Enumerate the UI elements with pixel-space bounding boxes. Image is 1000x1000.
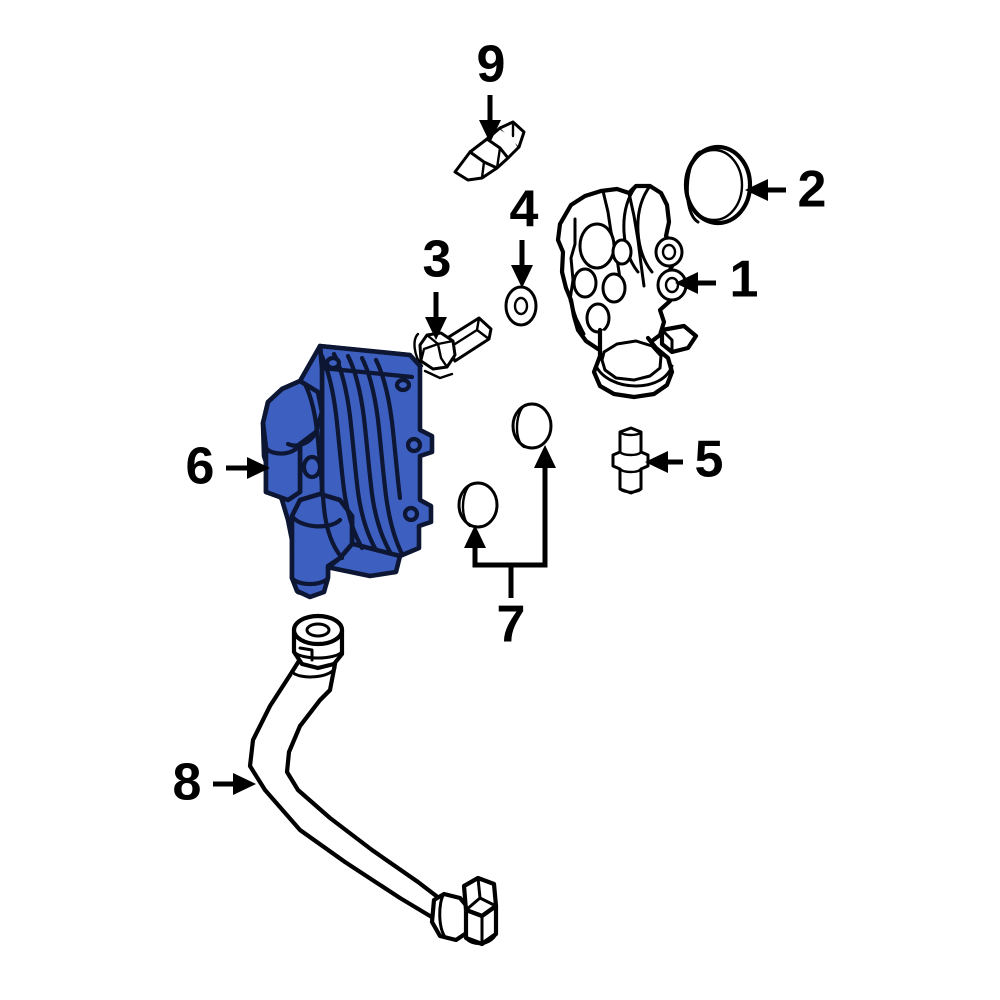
part-engine-oil-cooler[interactable]	[260, 343, 435, 600]
part-oil-cooler-hose[interactable]	[247, 613, 499, 947]
callout-leader-2	[745, 179, 786, 201]
part-sealing-washer[interactable]	[504, 285, 538, 327]
callout-leader-3	[425, 292, 447, 340]
part-hose-clamp-fitting[interactable]	[453, 120, 526, 182]
part-connector-nipple[interactable]	[611, 426, 650, 495]
callout-number-9[interactable]: 9	[477, 36, 506, 94]
callout-number-1[interactable]: 1	[730, 251, 759, 309]
callout-number-5[interactable]: 5	[695, 431, 724, 489]
callout-number-7[interactable]: 7	[497, 596, 526, 654]
callout-number-6[interactable]: 6	[186, 438, 215, 496]
callout-number-8[interactable]: 8	[173, 754, 202, 812]
part-o-ring-lower[interactable]	[457, 481, 499, 529]
callout-leader-8	[213, 773, 256, 795]
callout-leader-9	[479, 95, 501, 143]
callout-leader-7	[464, 445, 556, 598]
callout-leader-5	[645, 451, 683, 473]
callout-leader-6	[226, 457, 270, 479]
callout-number-3[interactable]: 3	[423, 231, 452, 289]
part-o-ring-upper[interactable]	[511, 402, 553, 450]
callout-leader-1	[675, 272, 716, 294]
part-housing-seal-ring[interactable]	[683, 144, 753, 226]
callout-number-2[interactable]: 2	[798, 161, 827, 219]
part-oil-filter-housing[interactable]	[555, 183, 699, 400]
callout-number-4[interactable]: 4	[510, 181, 539, 239]
callout-leader-4	[511, 240, 533, 288]
